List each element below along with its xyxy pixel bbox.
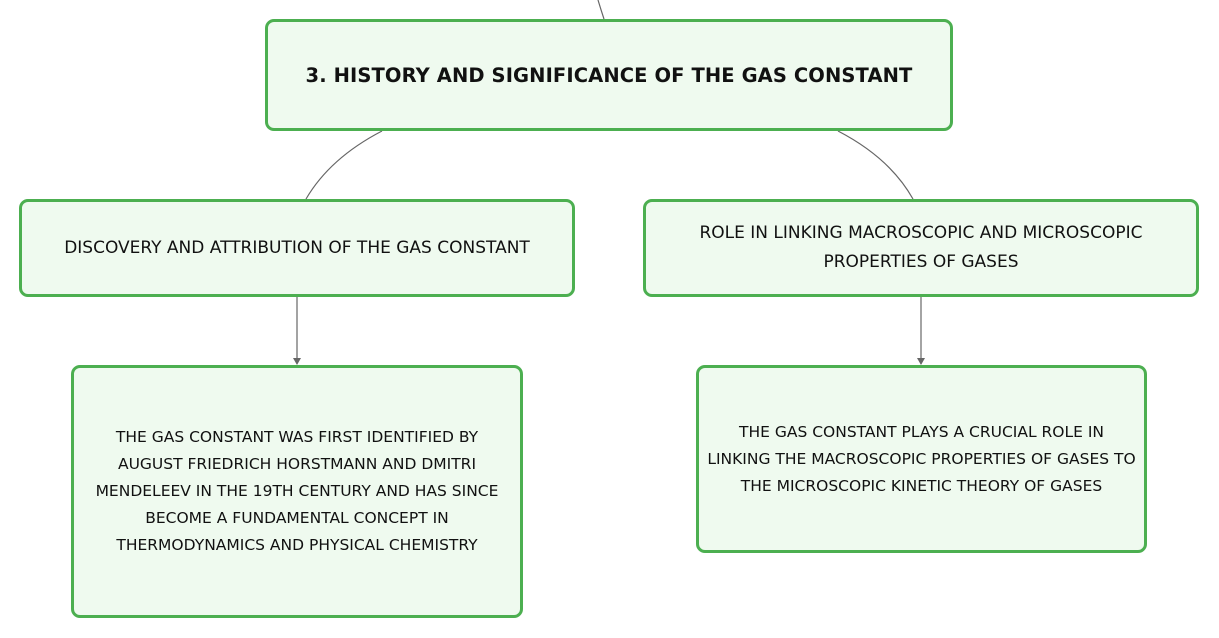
detail-text-discovery: THE GAS CONSTANT WAS FIRST IDENTIFIED BY…	[95, 428, 499, 554]
subtopic-label-role: ROLE IN LINKING MACROSCOPIC AND MICROSCO…	[699, 223, 1143, 272]
root-topic-node[interactable]: 3. HISTORY AND SIGNIFICANCE OF THE GAS C…	[265, 19, 953, 131]
root-topic-label: 3. HISTORY AND SIGNIFICANCE OF THE GAS C…	[305, 63, 913, 87]
connector-root-to-right-branch	[837, 130, 914, 200]
connector-from-parent	[597, 0, 605, 20]
connector-root-to-left-branch	[305, 130, 383, 200]
detail-node-role[interactable]: THE GAS CONSTANT PLAYS A CRUCIAL ROLE IN…	[696, 365, 1147, 553]
detail-node-discovery[interactable]: THE GAS CONSTANT WAS FIRST IDENTIFIED BY…	[71, 365, 523, 618]
subtopic-label-discovery: DISCOVERY AND ATTRIBUTION OF THE GAS CON…	[64, 238, 530, 258]
subtopic-node-role[interactable]: ROLE IN LINKING MACROSCOPIC AND MICROSCO…	[643, 199, 1199, 297]
detail-text-role: THE GAS CONSTANT PLAYS A CRUCIAL ROLE IN…	[707, 422, 1136, 495]
subtopic-node-discovery[interactable]: DISCOVERY AND ATTRIBUTION OF THE GAS CON…	[19, 199, 575, 297]
